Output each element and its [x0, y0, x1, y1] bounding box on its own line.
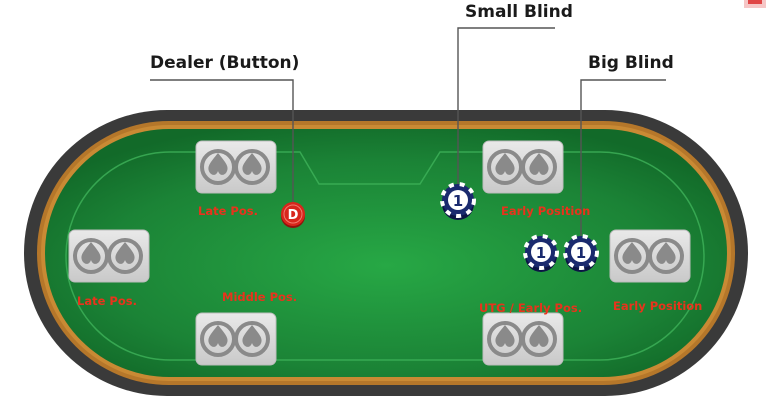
position-label-early-top: Early Position	[501, 204, 591, 218]
betting-line	[65, 151, 705, 361]
big-blind-chip-value: 1	[536, 244, 546, 262]
seat-early-top	[482, 140, 564, 194]
seat-early-right	[609, 229, 691, 283]
small-blind-callout-label: Small Blind	[465, 2, 573, 22]
position-label-utg: UTG / Early Pos.	[479, 301, 583, 315]
position-label-late-top: Late Pos.	[198, 204, 258, 218]
big-blind-callout-label: Big Blind	[588, 53, 674, 73]
big-blind-chip-value: 1	[576, 244, 586, 262]
big-blind-callout-line	[580, 79, 666, 240]
spade-card-icon	[200, 149, 270, 185]
seat-late-top	[195, 140, 277, 194]
position-label-middle: Middle Pos.	[222, 290, 298, 304]
dealer-chip: D	[281, 202, 305, 228]
dealer-callout-label: Dealer (Button)	[150, 53, 300, 73]
big-blind-chip-right: 1	[563, 234, 599, 272]
spade-card-icon	[73, 238, 143, 274]
seat-utg	[482, 312, 564, 366]
spade-card-icon	[614, 238, 684, 274]
dealer-callout-line	[150, 79, 294, 210]
dealer-chip-label: D	[288, 208, 299, 223]
position-label-early-right: Early Position	[613, 299, 703, 313]
big-blind-chip-left: 1	[523, 234, 559, 272]
spade-card-icon	[487, 149, 557, 185]
seat-late-left	[68, 229, 150, 283]
small-blind-chip-value: 1	[453, 192, 463, 210]
small-blind-chip: 1	[440, 182, 476, 220]
small-blind-callout-line	[457, 27, 555, 190]
seat-middle	[195, 312, 277, 366]
spade-card-icon	[487, 321, 557, 357]
minimize-icon	[744, 0, 766, 8]
spade-card-icon	[200, 321, 270, 357]
position-label-late-left: Late Pos.	[77, 294, 137, 308]
